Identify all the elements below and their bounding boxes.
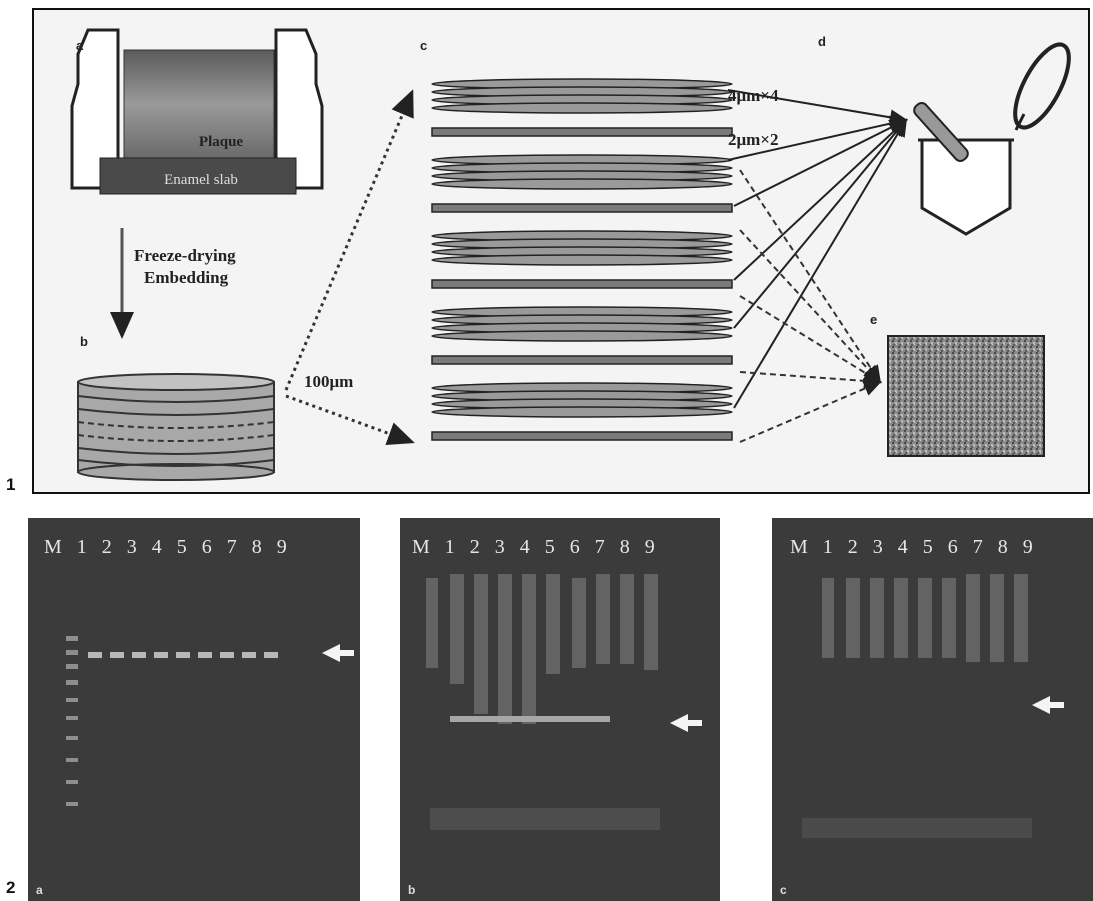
- band-arrow-a: [322, 644, 340, 662]
- slice-4um: [432, 179, 732, 189]
- slice-2um: [432, 204, 732, 212]
- section-slices: [432, 79, 732, 440]
- label-d: d: [818, 34, 826, 49]
- label-b: b: [80, 334, 88, 349]
- slice-2um: [432, 432, 732, 440]
- arrows-to-image: [740, 170, 880, 442]
- slice-4um: [432, 103, 732, 113]
- plaque-holder-diagram: [72, 30, 322, 194]
- slice-4um: [432, 407, 732, 417]
- slice-4um: [432, 255, 732, 265]
- process-line-1: Freeze-drying: [134, 246, 236, 266]
- band-arrow-c: [1032, 696, 1050, 714]
- microscopy-image-square: [888, 336, 1044, 456]
- label-c: c: [420, 38, 427, 53]
- gel-panel-b: M 1 2 3 4 5 6 7 8 9 b: [400, 518, 720, 901]
- slice-2um: [432, 128, 732, 136]
- gel-b-sub-label: b: [408, 883, 415, 897]
- enamel-slab-label: Enamel slab: [108, 172, 294, 189]
- figure-2-number: 2: [6, 878, 15, 898]
- arrow-to-image: [740, 230, 880, 382]
- gel-panel-c: M 1 2 3 4 5 6 7 8 9 c: [772, 518, 1093, 901]
- section-4um-label: 4μm×4: [728, 86, 779, 106]
- arrow-to-image: [740, 170, 880, 382]
- slice-2um: [432, 280, 732, 288]
- slice-2um: [432, 356, 732, 364]
- section-2um-label: 2μm×2: [728, 130, 779, 150]
- slice-4um: [432, 331, 732, 341]
- label-a: a: [76, 38, 83, 53]
- band-arrow-b: [670, 714, 688, 732]
- sample-stack-diagram: [78, 374, 274, 480]
- arrow-to-image: [740, 296, 880, 382]
- gel-c-sub-label: c: [780, 883, 787, 897]
- figure-1-number: 1: [6, 475, 15, 495]
- label-e: e: [870, 312, 877, 327]
- figure-1-panel: a b c d e Plaque Enamel slab Freeze-dryi…: [32, 8, 1090, 494]
- arrow-to-image: [740, 372, 880, 382]
- gel-b-bands: [400, 518, 720, 901]
- thickness-100um: 100μm: [304, 372, 353, 392]
- arrow-to-slide: [734, 120, 906, 328]
- gel-panel-a: M 1 2 3 4 5 6 7 8 9 a: [28, 518, 360, 901]
- arrow-to-image: [740, 382, 880, 442]
- process-line-2: Embedding: [144, 268, 228, 288]
- plaque-label: Plaque: [166, 134, 276, 151]
- gel-a-sub-label: a: [36, 883, 43, 897]
- collection-tube-diagram: [912, 37, 1080, 234]
- gel-a-bands: [28, 518, 360, 901]
